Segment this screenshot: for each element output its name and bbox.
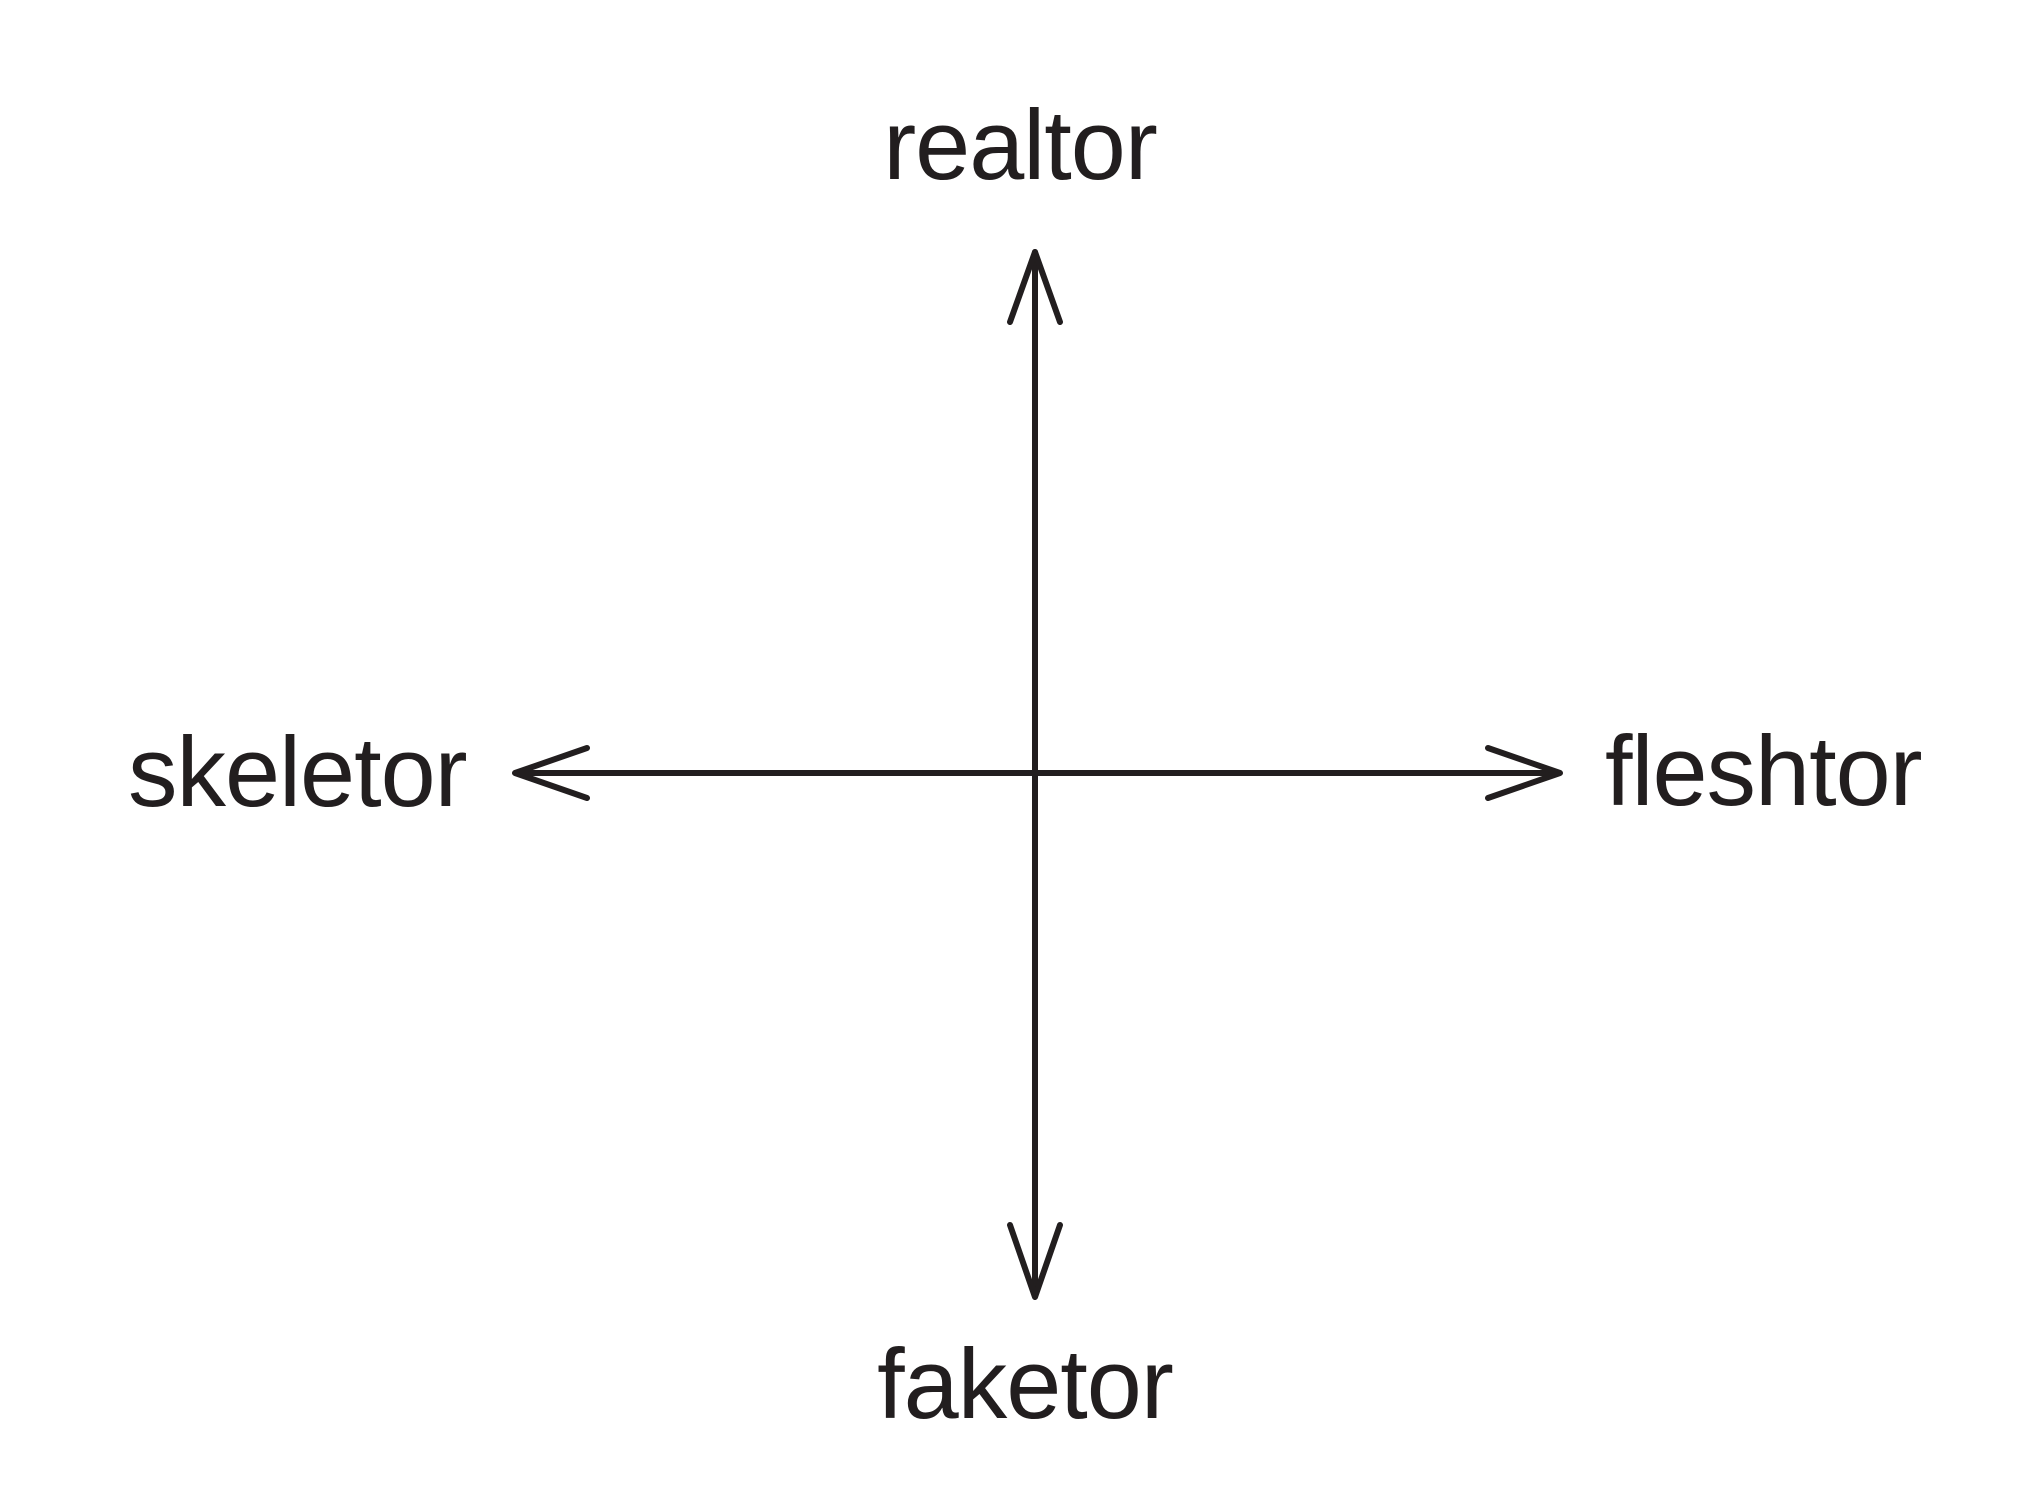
axis-label-right: fleshtor	[1605, 715, 1923, 826]
arrow-left-icon	[512, 745, 590, 801]
arrow-right-icon	[1485, 745, 1563, 801]
axis-label-left: skeletor	[128, 716, 468, 827]
arrow-up-icon	[1007, 249, 1063, 325]
axis-label-bottom: faketor	[877, 1328, 1174, 1439]
axis-label-top: realtor	[883, 89, 1158, 200]
arrow-down-icon	[1007, 1222, 1063, 1300]
